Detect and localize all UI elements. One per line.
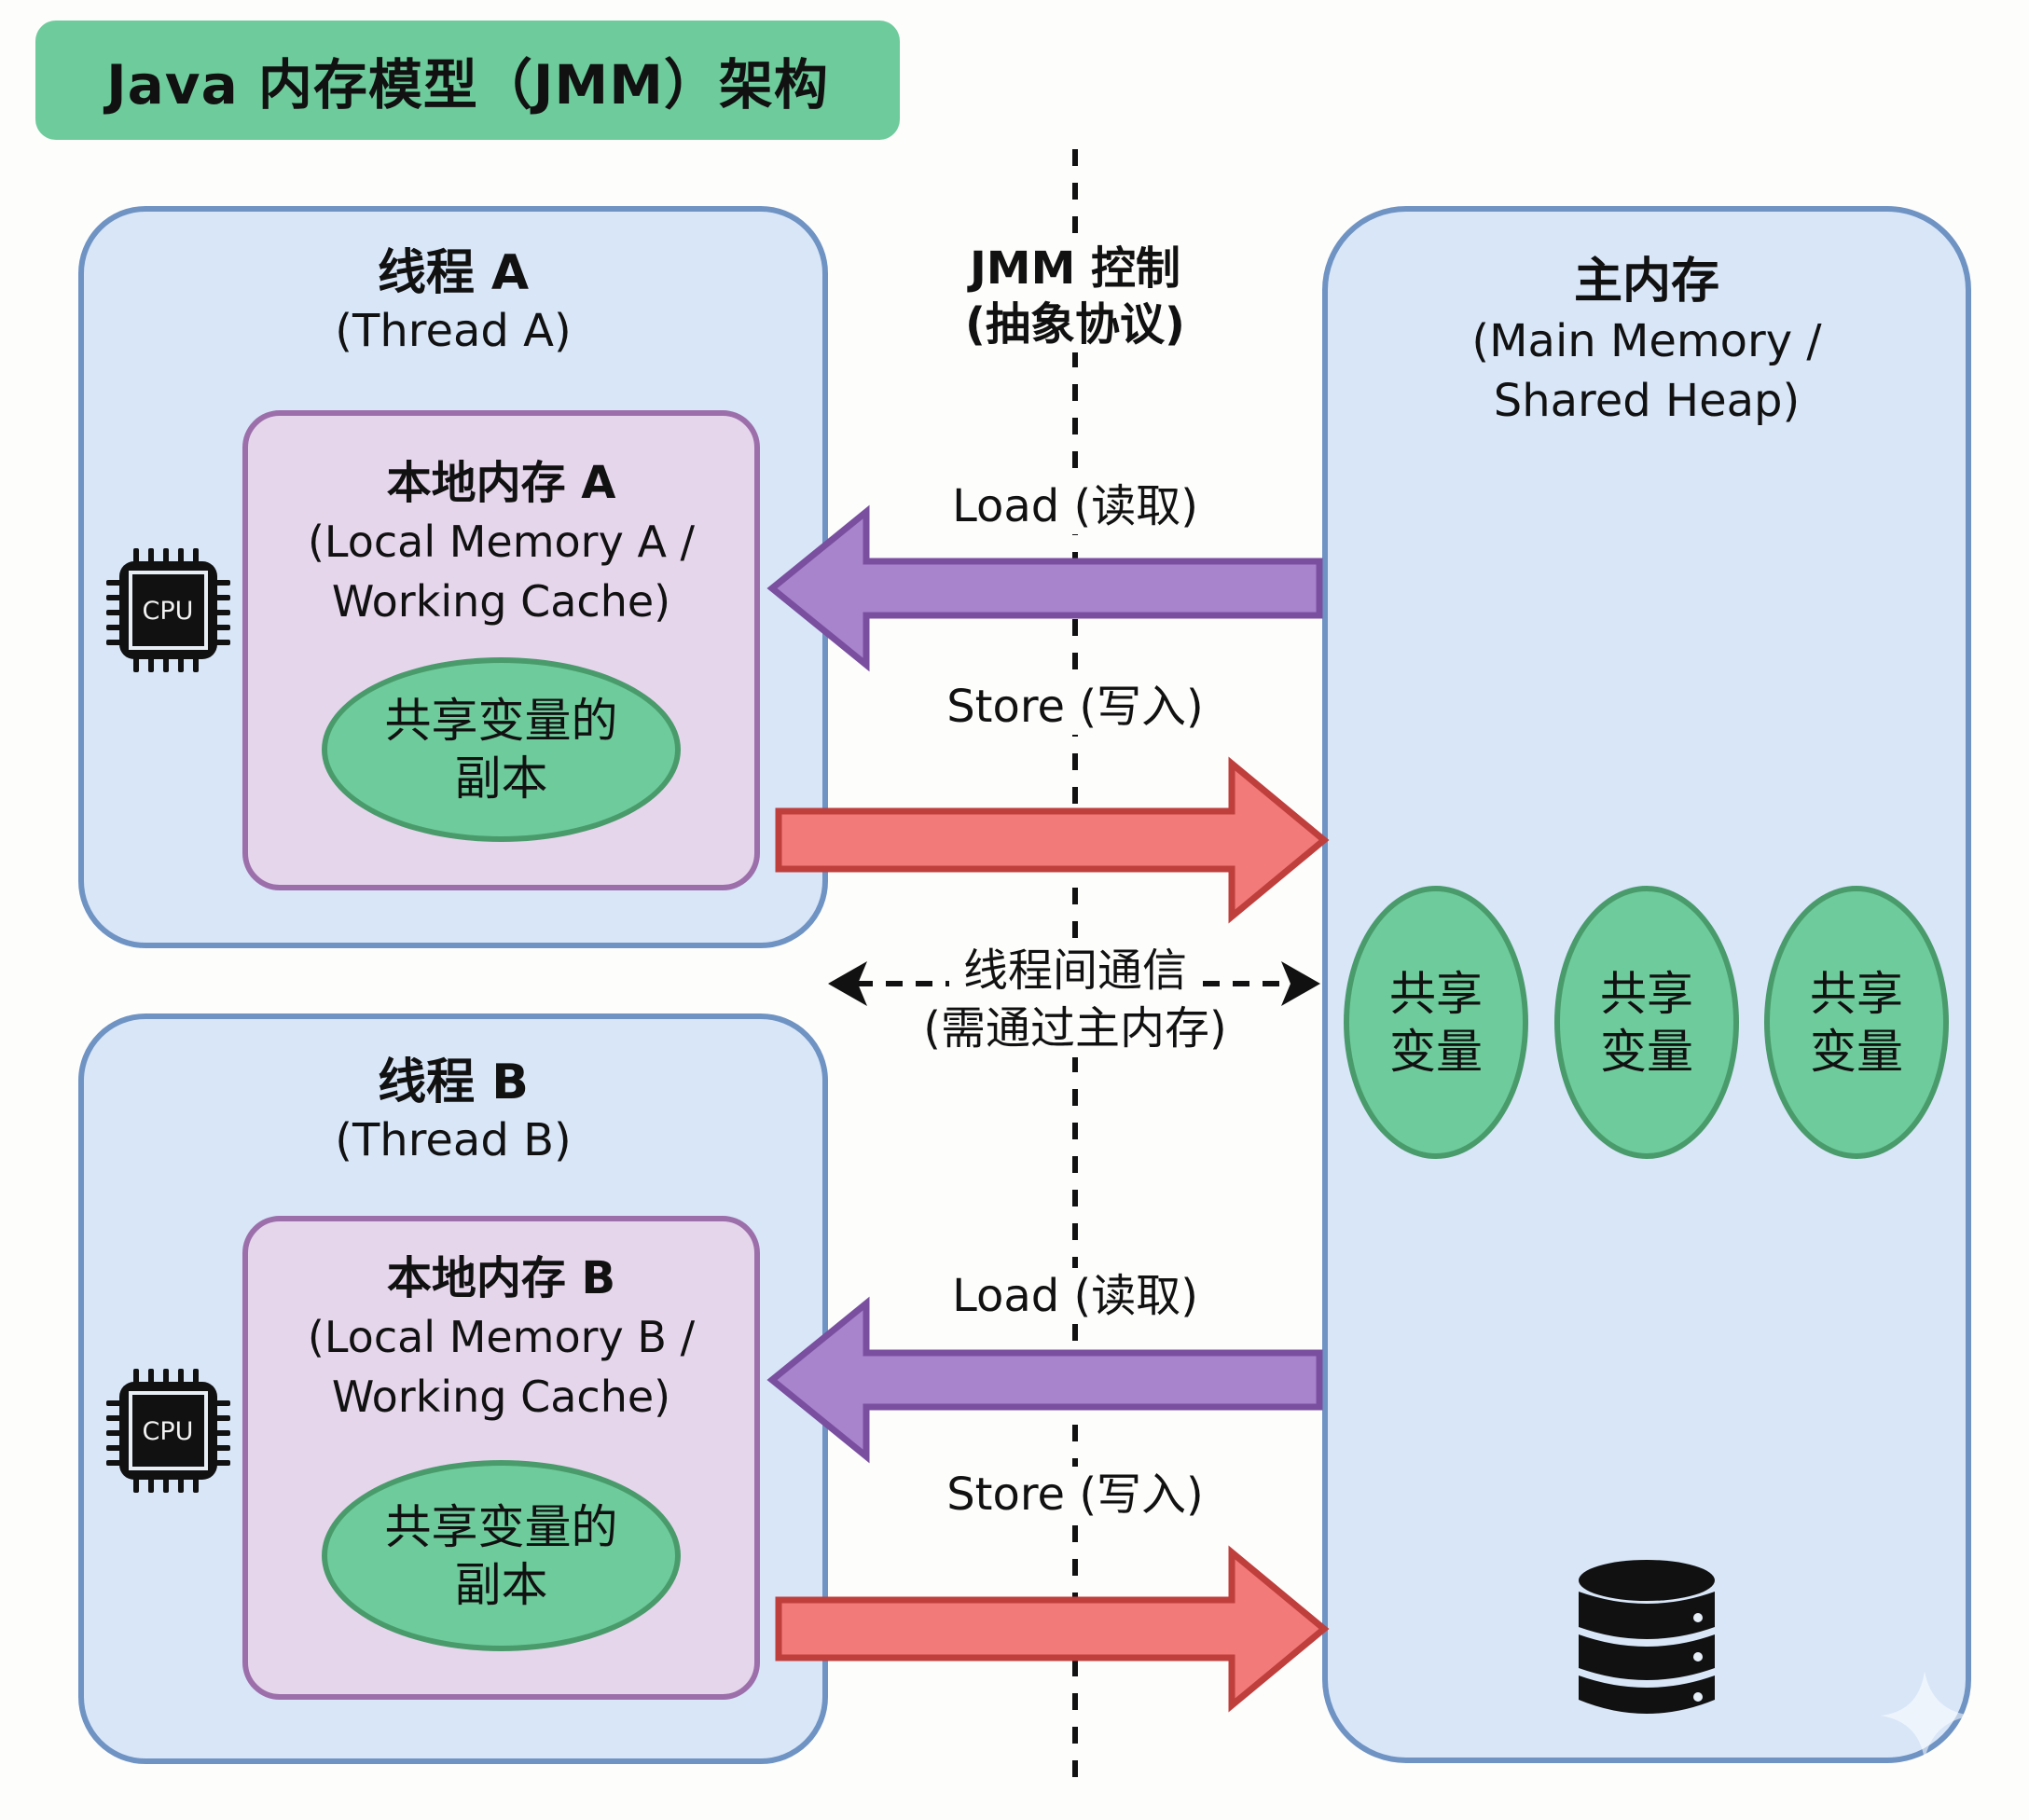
shared-variable-3-line1: 共享 <box>1810 966 1903 1021</box>
copy-b-line1: 共享变量的 <box>384 1499 618 1554</box>
inter-thread-communication-label: 线程间通信 (需通过主内存) <box>889 942 1262 1057</box>
copy-a-line2: 副本 <box>454 751 548 806</box>
shared-variable-1-line2: 变量 <box>1389 1024 1483 1079</box>
store-a-label: Store (写入) <box>889 679 1262 735</box>
diagram-title-box: Java 内存模型（JMM）架构 <box>35 21 900 140</box>
store-b-label: Store (写入) <box>889 1467 1262 1523</box>
arrowhead-right-icon <box>1281 961 1320 1006</box>
cpu-b-label: CPU <box>143 1417 194 1446</box>
local-memory-a-title: 本地内存 A <box>386 457 616 509</box>
thread-a-heading: 线程 A (Thread A) <box>78 244 828 360</box>
store-a-arrow <box>775 756 1330 924</box>
cpu-chip-icon: CPU <box>106 548 230 672</box>
shared-variable-1: 共享 变量 <box>1344 886 1528 1159</box>
local-memory-b-subtitle-2: Working Cache) <box>331 1372 671 1422</box>
database-icon <box>1579 1560 1715 1714</box>
thread-b-heading: 线程 B (Thread B) <box>78 1054 828 1169</box>
thread-b-title: 线程 B <box>378 1055 529 1110</box>
store-b-arrow <box>775 1545 1330 1713</box>
main-memory-subtitle-1: (Main Memory / <box>1471 315 1822 367</box>
shared-variable-2-line1: 共享 <box>1600 966 1693 1021</box>
shared-variable-copy-a: 共享变量的 副本 <box>322 657 681 842</box>
shared-variable-3-line2: 变量 <box>1810 1024 1903 1079</box>
shared-variable-2-line2: 变量 <box>1600 1024 1693 1079</box>
sparkle-icon <box>1880 1671 1973 1760</box>
jmm-control-line2: (抽象协议) <box>965 298 1185 351</box>
cpu-chip-icon: CPU <box>106 1369 230 1493</box>
main-memory-subtitle-2: Shared Heap) <box>1493 375 1801 427</box>
thread-a-title: 线程 A <box>377 245 530 301</box>
thread-a-subtitle: (Thread A) <box>335 305 572 357</box>
shared-variable-3: 共享 变量 <box>1764 886 1949 1159</box>
load-a-arrow <box>766 504 1323 672</box>
main-memory-title: 主内存 <box>1573 254 1719 310</box>
thread-b-subtitle: (Thread B) <box>335 1114 572 1166</box>
main-memory-heading: 主内存 (Main Memory / Shared Heap) <box>1322 252 1971 431</box>
communication-line2: (需通过主内存) <box>889 1000 1262 1057</box>
jmm-control-label: JMM 控制 (抽象协议) <box>889 241 1262 352</box>
arrowhead-left-icon <box>828 961 867 1006</box>
local-memory-a-subtitle-1: (Local Memory A / <box>307 517 696 567</box>
load-a-label: Load (读取) <box>889 478 1262 534</box>
shared-variable-copy-b: 共享变量的 副本 <box>322 1460 681 1651</box>
communication-line1: 线程间通信 <box>957 942 1193 1000</box>
local-memory-b-subtitle-1: (Local Memory B / <box>307 1312 696 1362</box>
local-memory-b-title: 本地内存 B <box>386 1252 616 1304</box>
copy-b-line2: 副本 <box>454 1557 548 1612</box>
shared-variable-1-line1: 共享 <box>1389 966 1483 1021</box>
load-b-label: Load (读取) <box>889 1268 1262 1324</box>
cpu-a-label: CPU <box>143 597 194 626</box>
load-b-arrow <box>766 1296 1323 1464</box>
local-memory-a-subtitle-2: Working Cache) <box>331 576 671 627</box>
copy-a-line1: 共享变量的 <box>384 694 618 748</box>
local-memory-b-heading: 本地内存 B (Local Memory B / Working Cache) <box>242 1249 760 1427</box>
jmm-control-line1: JMM 控制 <box>969 242 1181 295</box>
local-memory-a-heading: 本地内存 A (Local Memory A / Working Cache) <box>242 454 760 631</box>
diagram-title: Java 内存模型（JMM）架构 <box>106 53 829 117</box>
shared-variable-2: 共享 变量 <box>1554 886 1739 1159</box>
